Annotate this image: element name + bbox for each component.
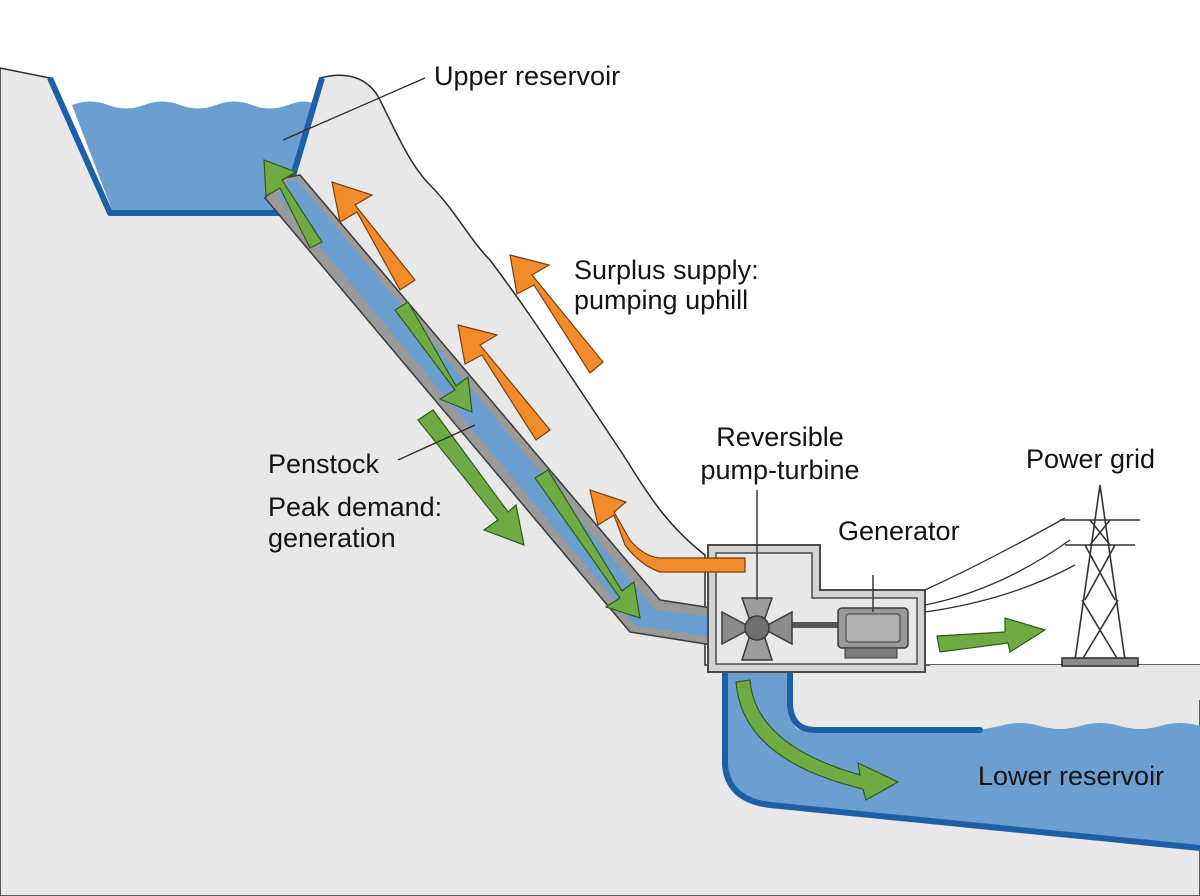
lower-reservoir-wall (722, 662, 1200, 851)
generation-arrow (534, 469, 641, 619)
pump-turbine-icon (721, 490, 793, 661)
generator-label: Generator (838, 516, 960, 546)
pumping-arrow (331, 181, 416, 291)
generator-icon (837, 575, 909, 659)
power-grid-label: Power grid (1026, 444, 1156, 474)
pumping-arrow (457, 324, 551, 441)
upper-reservoir-wall (47, 76, 325, 216)
lower-reservoir-label: Lower reservoir (978, 761, 1165, 791)
pumping-uphill-label: pumping uphill (574, 285, 749, 315)
leader-lines (282, 77, 476, 461)
upper-reservoir-water (72, 101, 316, 210)
peak-demand-label: Peak demand: (268, 492, 443, 522)
generation-arrow (735, 679, 900, 801)
penstock-leader (397, 424, 476, 461)
generation-arrow (936, 617, 1047, 653)
upper-reservoir-leader (282, 77, 426, 141)
penstock-label: Penstock (268, 449, 380, 479)
pumping-arrow (509, 254, 604, 374)
generation-arrow (417, 409, 525, 546)
surplus-supply-label: Surplus supply: (574, 255, 759, 285)
lower-plateau-ground (930, 665, 1200, 730)
power-lines (924, 517, 1076, 613)
generation-arrow (394, 301, 473, 413)
pumping-arrows (331, 181, 746, 573)
reversible-label: Reversible (716, 422, 844, 452)
penstock-water (278, 180, 712, 637)
pumping-arrow (589, 489, 746, 573)
generation-arrows (263, 159, 1047, 801)
generation-label: generation (268, 523, 396, 553)
hillside-ground (0, 67, 1200, 896)
lower-reservoir-water (725, 665, 1200, 848)
upper-reservoir-label: Upper reservoir (434, 61, 621, 91)
pump-turbine-label: pump-turbine (700, 455, 860, 485)
generation-arrow (263, 159, 323, 249)
transmission-tower-icon (1060, 484, 1140, 667)
